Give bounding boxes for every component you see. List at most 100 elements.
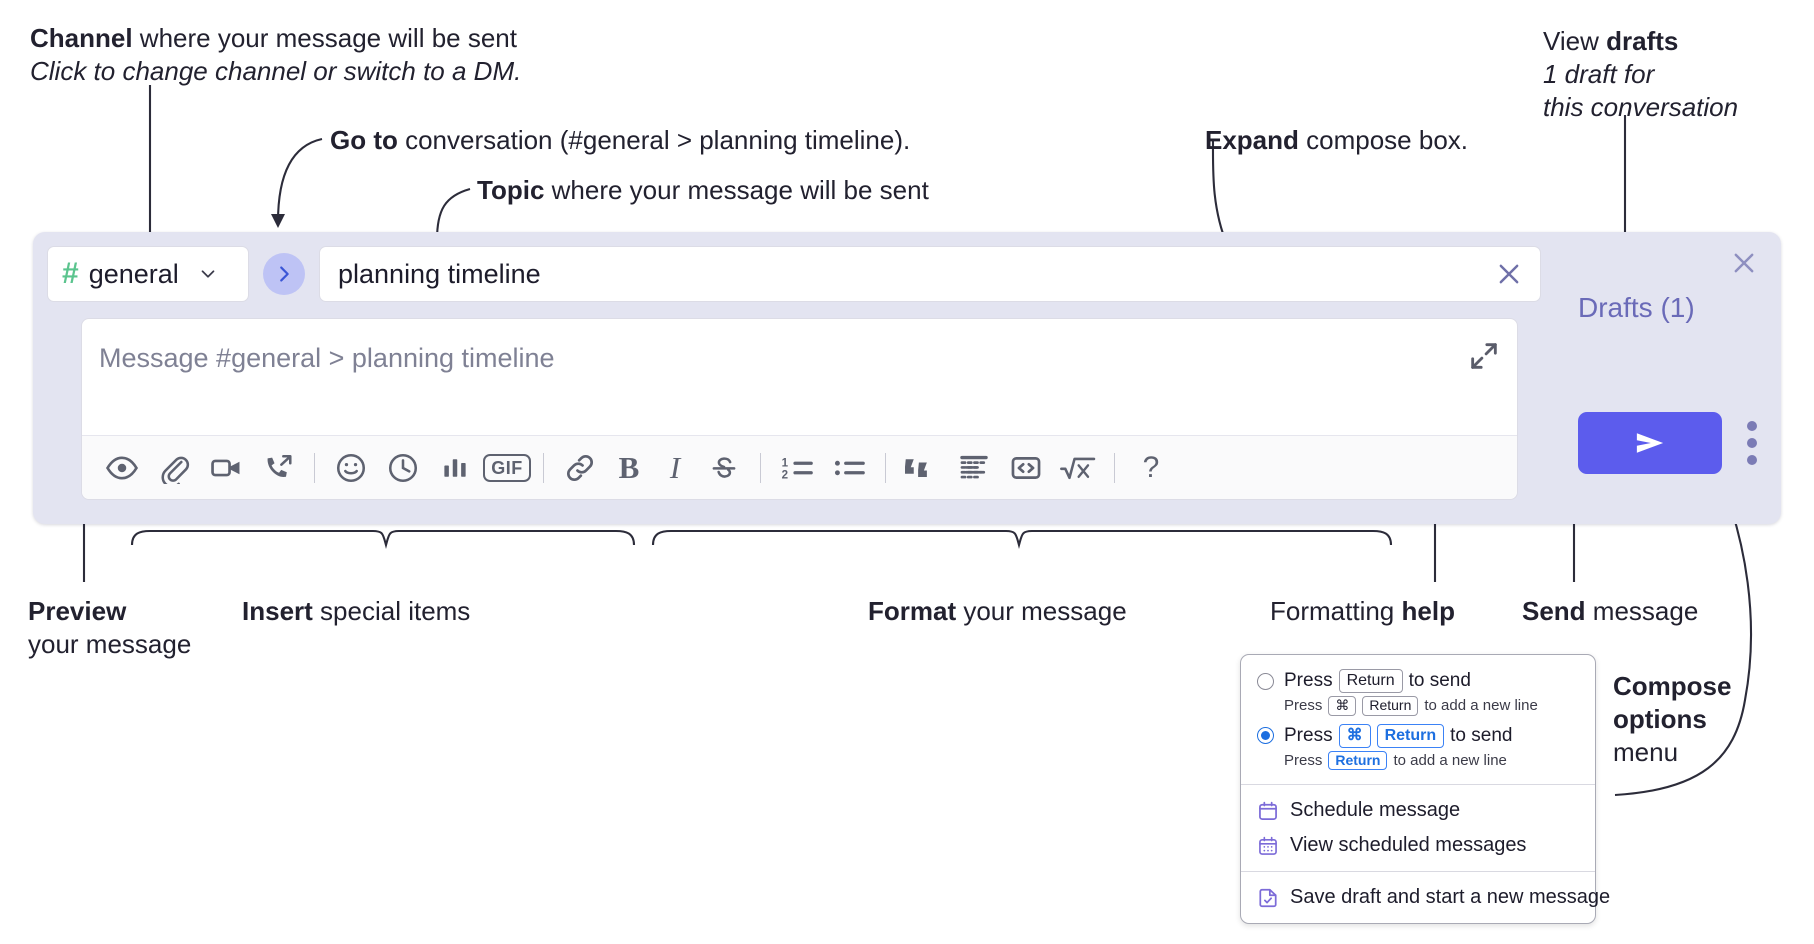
annotation-drafts-pre: View <box>1543 26 1607 56</box>
annotation-channel: Channel where your message will be sent … <box>30 22 521 88</box>
video-clip-icon[interactable] <box>200 445 252 491</box>
divider <box>760 452 761 483</box>
annotation-help-bold: help <box>1401 596 1455 626</box>
annotation-channel-bold: Channel <box>30 23 133 53</box>
annotation-topic-rest: where your message will be sent <box>544 175 929 205</box>
key-return: Return <box>1328 750 1388 770</box>
reminder-clock-icon[interactable] <box>377 445 429 491</box>
gif-icon[interactable]: GIF <box>481 445 533 491</box>
blockquote-icon[interactable] <box>896 445 948 491</box>
key-command: ⌘ <box>1328 696 1357 716</box>
bold-icon[interactable]: B <box>606 445 652 491</box>
annotation-topic: Topic where your message will be sent <box>477 174 929 207</box>
annotation-insert-bold: Insert <box>242 596 313 626</box>
preview-icon[interactable] <box>96 445 148 491</box>
kebab-dot <box>1747 421 1757 431</box>
attachment-icon[interactable] <box>148 445 200 491</box>
code-block-icon[interactable] <box>948 445 1000 491</box>
menu-item-label: View scheduled messages <box>1290 834 1527 856</box>
annotation-help-pre: Formatting <box>1270 596 1402 626</box>
annotation-send-bold: Send <box>1522 596 1586 626</box>
annotation-format-bold: Format <box>868 596 957 626</box>
send-option-cmd-return[interactable]: Press ⌘ Return to send Press Return to a… <box>1241 722 1595 777</box>
annotation-insert-rest: special items <box>312 596 471 626</box>
menu-item-schedule-message[interactable]: Schedule message <box>1241 793 1595 828</box>
menu-item-label: Save draft and start a new message <box>1290 886 1611 908</box>
gif-label: GIF <box>483 453 531 482</box>
radio-cmd-return-to-send[interactable] <box>1257 727 1274 744</box>
channel-selector[interactable]: # general <box>47 246 249 302</box>
radio-return-to-send[interactable] <box>1257 672 1274 690</box>
annotation-compose-line1: Compose <box>1613 671 1732 701</box>
menu-item-save-draft[interactable]: Save draft and start a new message <box>1241 880 1610 915</box>
compose-options-menu: Press Return to send Press ⌘ Return to a… <box>1240 654 1610 924</box>
annotation-expand: Expand compose box. <box>1205 124 1468 157</box>
emoji-icon[interactable] <box>325 445 377 491</box>
key-return: Return <box>1362 696 1419 716</box>
annotation-expand-rest: compose box. <box>1298 125 1469 155</box>
close-composer-button[interactable] <box>1727 246 1761 280</box>
send-message-button[interactable] <box>1578 412 1722 474</box>
annotation-topic-bold: Topic <box>477 175 545 205</box>
divider <box>543 452 544 483</box>
message-placeholder: Message #general > planning timeline <box>99 343 555 373</box>
hash-icon: # <box>62 257 79 290</box>
menu-divider <box>1241 784 1595 785</box>
key-return: Return <box>1376 723 1445 748</box>
calendar-grid-icon <box>1257 835 1279 857</box>
divider <box>1114 452 1115 483</box>
composer-header: # general planning timeline <box>47 246 1541 302</box>
send-option-return[interactable]: Press Return to send Press ⌘ Return to a… <box>1241 667 1595 722</box>
message-composer-panel: # general planning timeline Message #gen… <box>33 232 1781 524</box>
topic-input[interactable]: planning timeline <box>319 246 1541 302</box>
topic-value: planning timeline <box>338 258 541 289</box>
expand-compose-box-icon[interactable] <box>1467 339 1503 375</box>
kebab-dot <box>1747 455 1757 465</box>
compose-options-button[interactable] <box>1735 417 1769 469</box>
inline-code-icon[interactable] <box>1000 445 1052 491</box>
audio-clip-icon[interactable] <box>252 445 304 491</box>
sub-cmd-action: to add a new line <box>1393 751 1507 769</box>
annotation-compose-line2: options <box>1613 703 1707 734</box>
menu-divider <box>1241 871 1595 872</box>
channel-name-label: general <box>88 258 179 289</box>
annotation-help: Formatting help <box>1270 595 1455 628</box>
divider <box>885 452 886 483</box>
italic-icon[interactable]: I <box>652 445 698 491</box>
annotation-preview-line2: your message <box>28 628 192 659</box>
poll-icon[interactable] <box>429 445 481 491</box>
annotation-format: Format your message <box>868 595 1127 628</box>
svg-text:1: 1 <box>782 457 789 469</box>
radio-return-action: to send <box>1408 670 1471 691</box>
help-label: ? <box>1142 450 1160 484</box>
key-return: Return <box>1338 669 1403 693</box>
go-to-conversation-button[interactable] <box>263 253 305 295</box>
drafts-link[interactable]: Drafts (1) <box>1578 292 1695 323</box>
menu-item-label: Schedule message <box>1290 799 1461 821</box>
annotation-insert: Insert special items <box>242 595 470 628</box>
clear-topic-icon[interactable] <box>1492 257 1526 291</box>
message-input-box[interactable]: Message #general > planning timeline <box>81 318 1518 500</box>
annotation-compose-options: Compose options menu <box>1613 670 1731 768</box>
annotation-channel-rest: where your message will be sent <box>132 23 517 53</box>
bulleted-list-icon[interactable] <box>823 445 875 491</box>
math-icon[interactable] <box>1052 445 1104 491</box>
link-icon[interactable] <box>554 445 606 491</box>
menu-item-view-scheduled-messages[interactable]: View scheduled messages <box>1241 828 1595 863</box>
annotation-preview-bold: Preview <box>28 596 127 626</box>
svg-text:2: 2 <box>782 469 788 481</box>
strikethrough-icon[interactable] <box>698 445 750 491</box>
key-command: ⌘ <box>1338 723 1371 748</box>
divider <box>314 452 315 483</box>
kebab-dot <box>1747 438 1757 448</box>
formatting-help-icon[interactable]: ? <box>1125 445 1177 491</box>
annotation-send-rest: message <box>1585 596 1699 626</box>
annotation-preview: Preview your message <box>28 595 191 661</box>
annotation-expand-bold: Expand <box>1205 125 1299 155</box>
annotation-goto-bold: Go to <box>330 125 398 155</box>
sub-return-press: Press <box>1284 697 1323 715</box>
document-check-icon <box>1257 887 1279 909</box>
bold-label: B <box>618 449 640 485</box>
